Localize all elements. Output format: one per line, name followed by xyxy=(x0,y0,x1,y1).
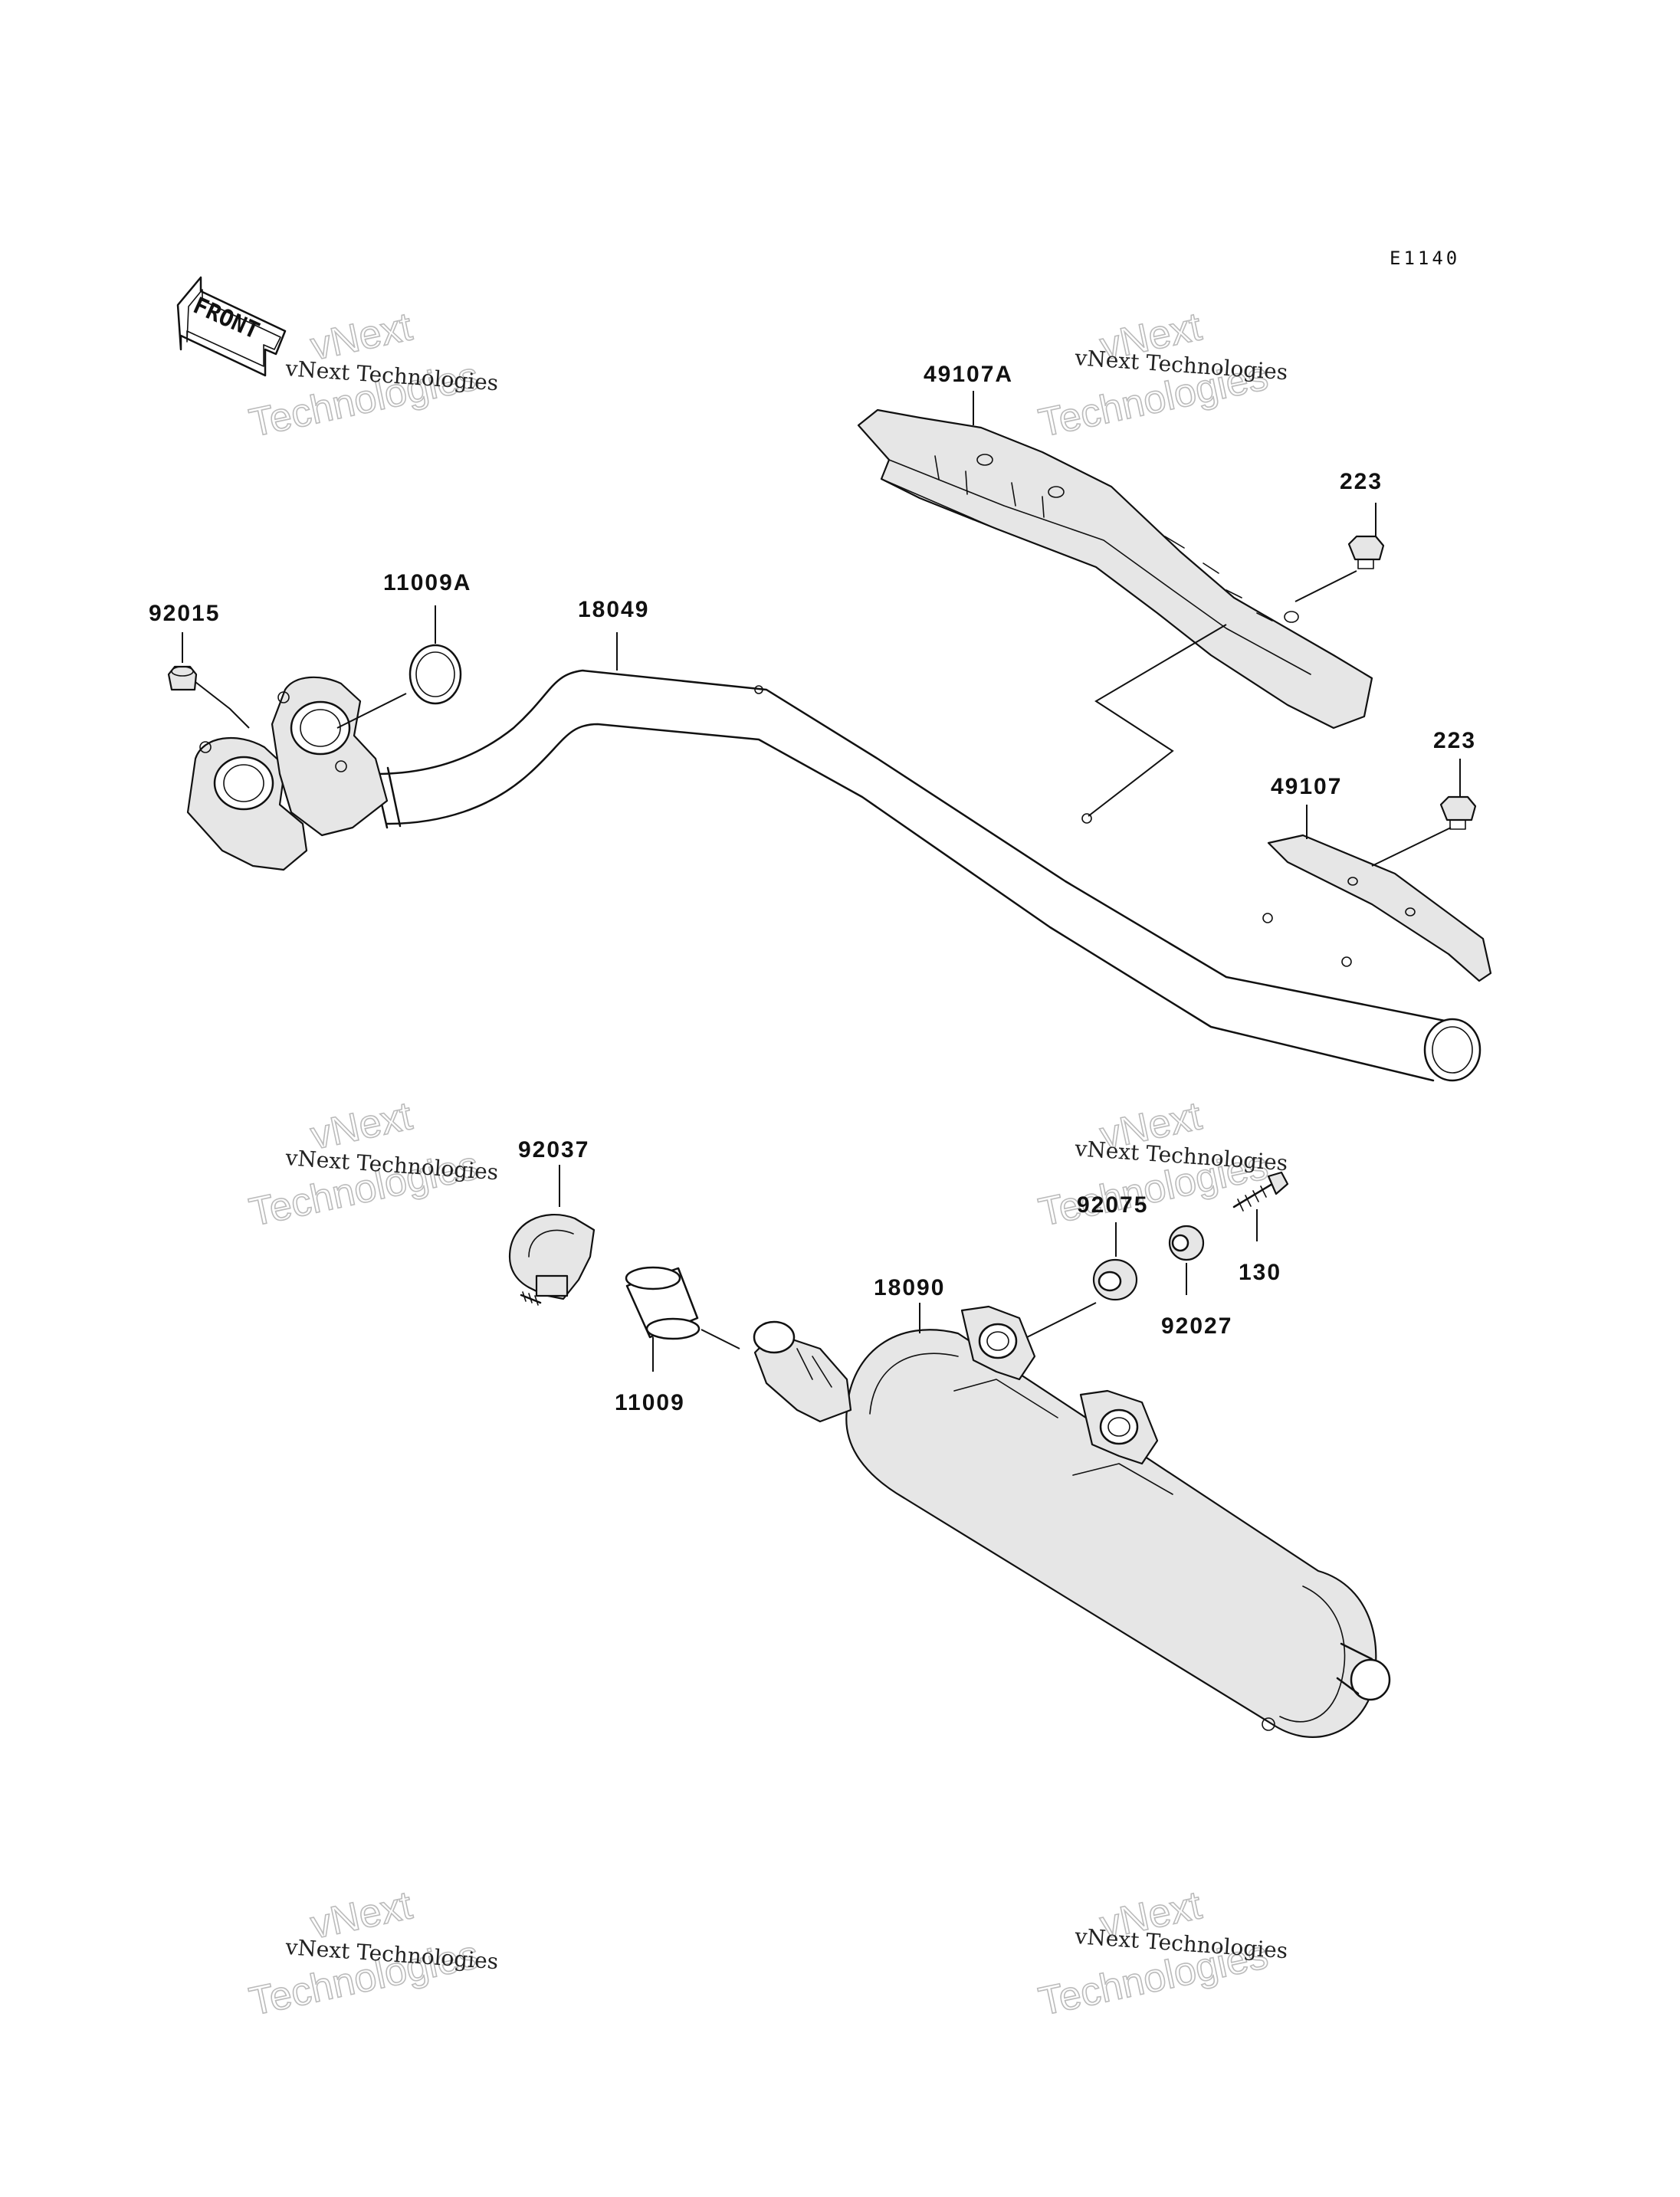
clamp-92037 xyxy=(508,1214,596,1306)
watermark-4: vNext Technologies vNext Technologies xyxy=(1035,1093,1289,1235)
watermark-1: vNext Technologies vNext Technologies xyxy=(245,303,500,446)
grommet-92075 xyxy=(1092,1258,1138,1301)
label-223-lower: 223 xyxy=(1433,728,1476,753)
label-18049: 18049 xyxy=(578,597,649,622)
label-92075: 92075 xyxy=(1077,1192,1148,1218)
heat-guard-49107A xyxy=(857,408,1373,730)
label-11009: 11009 xyxy=(615,1390,685,1415)
label-11009A: 11009A xyxy=(383,570,471,595)
bolt-223-upper xyxy=(1347,535,1385,569)
watermark-6: vNext Technologies vNext Technologies xyxy=(1035,1882,1289,2025)
label-223-upper: 223 xyxy=(1340,469,1383,494)
label-130: 130 xyxy=(1239,1260,1281,1285)
collar-92027 xyxy=(1168,1225,1205,1261)
leader-lines-lower xyxy=(559,1165,1258,1372)
nut-92015 xyxy=(167,665,198,691)
label-92037: 92037 xyxy=(518,1137,589,1162)
leader-lines-upper xyxy=(182,391,1461,867)
label-49107A: 49107A xyxy=(924,362,1013,387)
watermark-3: vNext Technologies vNext Technologies xyxy=(245,1093,500,1235)
watermark-2: vNext Technologies vNext Technologies xyxy=(1035,303,1289,446)
sleeve-11009 xyxy=(625,1266,701,1340)
label-92015: 92015 xyxy=(149,601,220,626)
front-arrow-icon: FRONT xyxy=(176,276,287,377)
label-18090: 18090 xyxy=(874,1275,945,1300)
muffler-18090 xyxy=(753,1305,1391,1738)
part-labels: 49107A 223 223 49107 92015 11009A 18049 … xyxy=(149,362,1476,1415)
gasket-11009A xyxy=(409,644,462,705)
bolt-130 xyxy=(1232,1171,1289,1212)
exhaust-pipe-18049 xyxy=(186,669,1481,1082)
watermark-5: vNext Technologies vNext Technologies xyxy=(245,1882,500,2025)
label-49107: 49107 xyxy=(1271,774,1342,799)
diagram-code: E1140 xyxy=(1390,248,1460,269)
bolt-223-lower xyxy=(1439,795,1477,830)
heat-guard-49107 xyxy=(1267,834,1492,982)
label-92027: 92027 xyxy=(1161,1313,1232,1339)
